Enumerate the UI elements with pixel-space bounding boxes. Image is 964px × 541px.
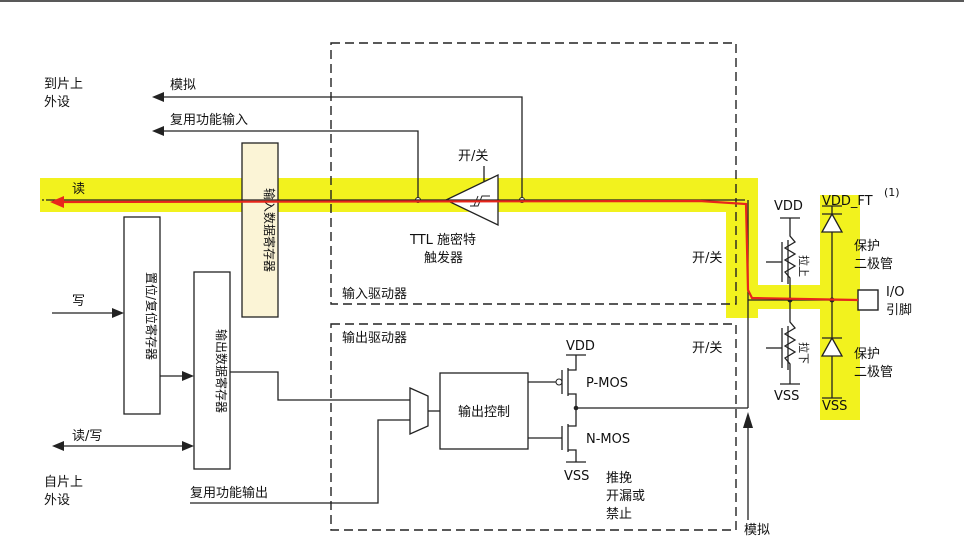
vdd-ft-label: VDD_FT xyxy=(822,194,873,209)
pulldown-transistor xyxy=(766,300,800,385)
input-data-register-box xyxy=(241,142,279,318)
alt-input-label: 复用功能输入 xyxy=(170,112,248,128)
output-control-box xyxy=(439,372,529,450)
from-peripheral-label-2: 外设 xyxy=(44,493,70,508)
vdd-pullup-label: VDD xyxy=(774,199,803,214)
vss-nmos-label: VSS xyxy=(564,469,589,484)
alt-output-wire xyxy=(190,419,410,504)
output-data-register-label: 输出数据寄存器 xyxy=(214,329,229,413)
footnote-label: (1) xyxy=(884,186,900,199)
protection-diode-top-icon xyxy=(820,205,844,300)
read-signal-path xyxy=(50,196,859,302)
to-peripheral-label-2: 外设 xyxy=(44,95,70,110)
read-write-wire xyxy=(52,441,194,451)
output-mux xyxy=(409,386,429,436)
to-peripheral-label-1: 到片上 xyxy=(44,77,83,92)
io-pin-label-1: I/O xyxy=(886,285,904,300)
alt-output-label: 复用功能输出 xyxy=(190,485,268,501)
protect-top-label-2: 二极管 xyxy=(854,257,893,272)
write-wire xyxy=(52,308,124,318)
read-write-label: 读/写 xyxy=(72,429,102,444)
push-pull-label-1: 推挽 xyxy=(606,471,632,486)
analog-top-label: 模拟 xyxy=(170,78,196,93)
vss-diode-label: VSS xyxy=(822,399,847,414)
from-peripheral-label-1: 自片上 xyxy=(44,475,83,490)
protect-bottom-label-1: 保护 xyxy=(854,347,880,362)
ttl-label-1: TTL 施密特 xyxy=(409,232,476,248)
output-data-register-box xyxy=(193,271,231,470)
vdd-pmos-label: VDD xyxy=(566,339,595,354)
vss-pulldown-label: VSS xyxy=(774,389,799,404)
bsrr-to-odr-wire xyxy=(160,371,194,381)
push-pull-label-3: 禁止 xyxy=(606,507,632,522)
push-pull-label-2: 开漏或 xyxy=(606,488,645,504)
pmos-label: P-MOS xyxy=(586,376,628,391)
pullup-transistor xyxy=(766,217,800,300)
alt-input-wire xyxy=(152,126,419,200)
odr-to-mux-wire xyxy=(230,371,410,401)
pulldown-label: 拉下 xyxy=(797,342,811,364)
nmos-label: N-MOS xyxy=(586,432,630,447)
analog-bottom-wire xyxy=(743,412,753,520)
ttl-label-2: 触发器 xyxy=(424,250,463,266)
output-driver-box xyxy=(330,323,737,531)
output-onoff-label: 开/关 xyxy=(692,341,722,356)
pmos-transistor xyxy=(528,354,586,408)
bsrr-register-label: 置位/复位寄存器 xyxy=(144,272,159,360)
input-driver-box xyxy=(330,42,737,305)
write-label: 写 xyxy=(72,294,85,309)
pullup-label: 拉上 xyxy=(797,255,811,277)
analog-top-wire xyxy=(152,92,523,200)
bsrr-register-box xyxy=(123,216,161,415)
input-driver-label: 输入驱动器 xyxy=(342,286,407,302)
read-label: 读 xyxy=(72,182,85,197)
protection-diode-bottom-icon xyxy=(820,300,844,399)
output-driver-label: 输出驱动器 xyxy=(342,330,407,346)
nmos-transistor xyxy=(528,408,586,463)
io-pin-box xyxy=(857,289,879,311)
input-onoff-label: 开/关 xyxy=(692,251,722,266)
analog-bottom-label: 模拟 xyxy=(744,523,770,538)
protect-bottom-label-2: 二极管 xyxy=(854,365,893,380)
protect-top-label-1: 保护 xyxy=(854,239,880,254)
io-pin-label-2: 引脚 xyxy=(886,302,912,318)
input-data-register-label: 输入数据寄存器 xyxy=(262,188,277,272)
output-control-label: 输出控制 xyxy=(458,404,510,420)
trigger-onoff-label: 开/关 xyxy=(458,149,488,164)
